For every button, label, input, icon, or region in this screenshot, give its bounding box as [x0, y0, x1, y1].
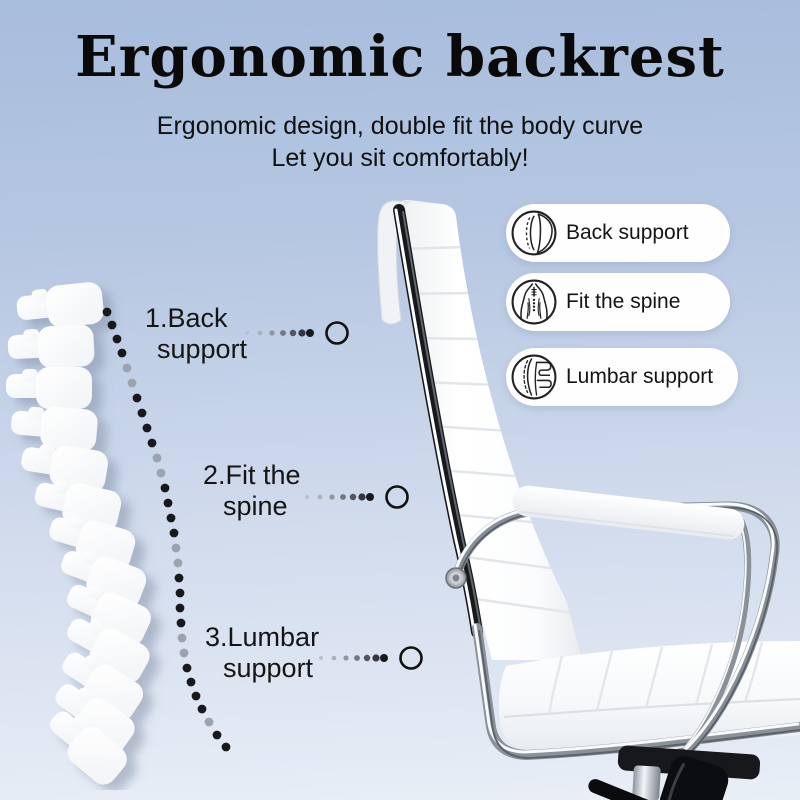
feature-label: Fit the spine — [566, 290, 681, 313]
target-ring — [385, 485, 409, 509]
feature-label: Back support — [566, 221, 689, 244]
callout-lumbar-support-line1: 3.Lumbar — [205, 622, 320, 652]
back-support-icon — [511, 210, 557, 256]
callout-fit-the-spine-line1: 2.Fit the — [203, 460, 301, 490]
page-title: Ergonomic backrest — [75, 24, 725, 90]
callout-back-support-line2: support — [157, 334, 248, 364]
lumbar-support-icon — [511, 354, 557, 400]
callout-fit-the-spine-line2: spine — [223, 491, 288, 521]
fit-the-spine-icon — [511, 279, 557, 325]
feature-pill-lumbar-support: Lumbar support — [506, 348, 738, 406]
chair-backrest — [394, 199, 582, 660]
connector-fit-the-spine — [305, 485, 409, 509]
spine-dotted-curve — [102, 307, 231, 752]
connector-back-support — [245, 321, 349, 345]
subtitle-line-1: Ergonomic design, double fit the body cu… — [156, 112, 644, 140]
callout-lumbar-support: 3.Lumbar support — [205, 622, 319, 684]
feature-pill-fit-the-spine: Fit the spine — [506, 273, 730, 331]
target-ring — [399, 646, 423, 670]
chair-frame-rail — [393, 204, 483, 638]
chair-illustration — [377, 199, 800, 800]
chair-armpad — [512, 485, 745, 540]
callout-lumbar-support-line2: support — [223, 653, 314, 683]
chair-seat — [498, 641, 800, 754]
callout-fit-the-spine: 2.Fit the spine — [203, 460, 301, 522]
feature-pill-back-support: Back support — [506, 204, 730, 262]
target-ring — [325, 321, 349, 345]
connector-lumbar-support — [319, 646, 423, 670]
subtitle-line-2: Let you sit comfortably! — [271, 144, 529, 172]
chair-gas-lift — [588, 745, 761, 800]
page-subtitle: Ergonomic design, double fit the body cu… — [0, 110, 800, 174]
feature-label: Lumbar support — [566, 365, 714, 388]
callout-back-support: 1.Back support — [145, 303, 247, 365]
callout-back-support-line1: 1.Back — [145, 303, 228, 333]
